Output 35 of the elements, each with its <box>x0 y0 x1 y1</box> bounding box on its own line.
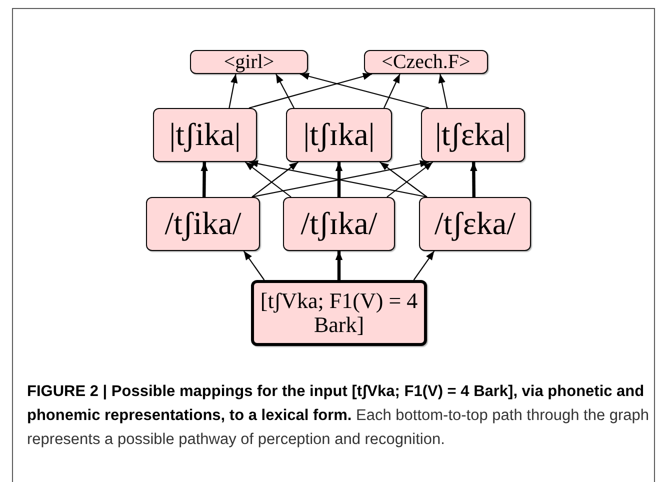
node-box <box>421 108 525 162</box>
node-box <box>153 108 257 162</box>
arrow <box>384 74 400 108</box>
node-box <box>283 197 395 251</box>
arrow <box>379 162 428 198</box>
arrow <box>335 251 343 280</box>
arrow <box>413 250 435 280</box>
arrow <box>438 74 448 108</box>
arrow <box>276 74 294 108</box>
node-label: |tʃɛka| <box>435 117 511 153</box>
arrow <box>228 74 238 108</box>
node-box <box>146 197 260 251</box>
arrow <box>386 162 434 198</box>
arrow <box>244 162 292 198</box>
node-label: /tʃɛka/ <box>434 206 516 242</box>
node-label: /tʃika/ <box>164 206 242 242</box>
arrow <box>470 162 478 198</box>
node-label: [tʃVka; F1(V) = 4 Bark] <box>259 288 419 338</box>
arrow <box>200 162 208 198</box>
node-box <box>190 50 308 74</box>
node-label: <girl> <box>224 51 274 73</box>
node-label: <Czech.F> <box>382 51 470 73</box>
arrow <box>252 162 299 198</box>
arrow <box>300 72 430 109</box>
node-label: |tʃika| <box>169 117 241 153</box>
node-box <box>286 108 392 162</box>
arrow <box>335 162 343 197</box>
figure-caption: FIGURE 2 | Possible mappings for the input [tʃVka; F1(V) = 4 Bark], via phonetic and phonemic representations, to a lexical form. Each bottom-to-top path through the graph represents a possible pathway of perception and recognition. <box>27 382 650 450</box>
node-box <box>364 50 488 74</box>
node-box <box>251 280 427 346</box>
node-box <box>419 197 531 251</box>
arrow <box>243 250 265 280</box>
node-label: /tʃɪka/ <box>300 206 378 242</box>
arrow <box>248 72 372 109</box>
node-label: |tʃɪka| <box>303 117 375 153</box>
